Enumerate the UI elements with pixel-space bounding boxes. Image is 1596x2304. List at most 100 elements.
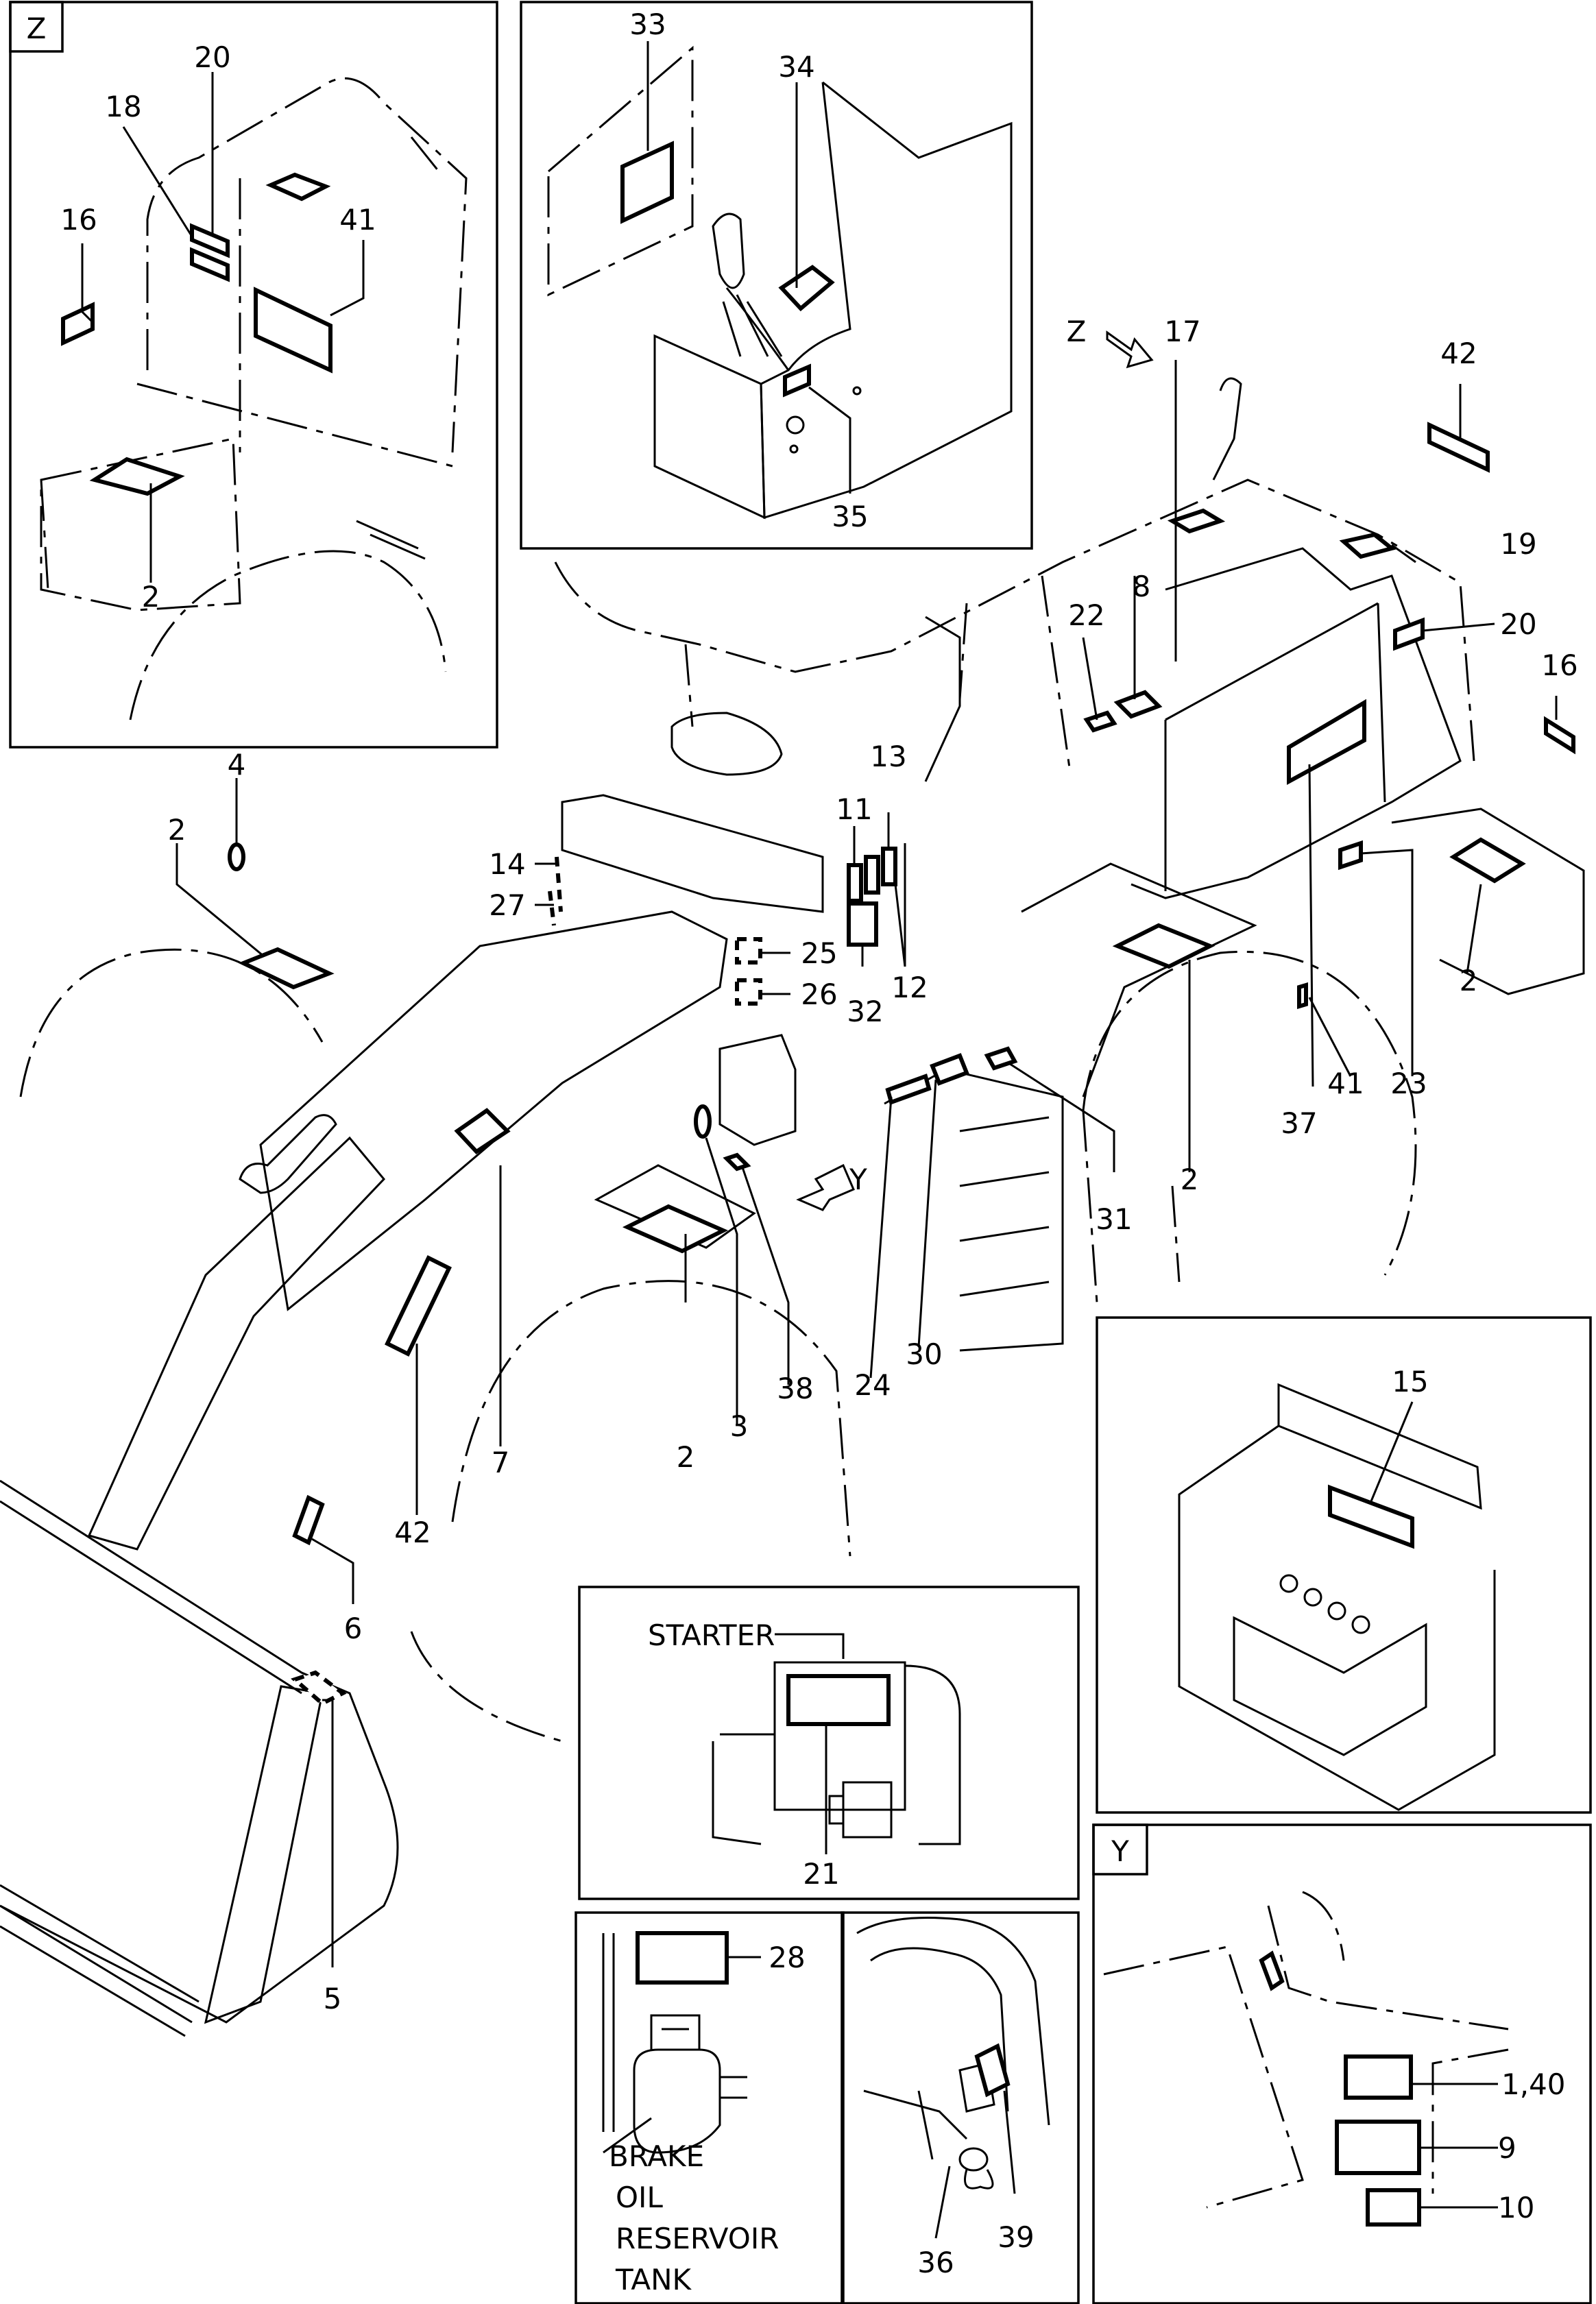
callout-38: 38 [777,1372,813,1405]
callout-7: 7 [492,1446,510,1479]
view-z-fender [40,383,453,611]
view-z-tag: Z [27,12,47,45]
decal-4 [228,842,245,871]
view-y-frame [1092,1823,1592,2304]
callout-2-z: 2 [142,580,160,614]
console-hole-3 [789,444,799,454]
main-leaders [176,360,1558,1967]
decal-25 [735,937,762,965]
view-z-decal-41 [254,287,332,374]
view-z-tag-box [9,1,64,53]
counterweight [1391,808,1585,995]
view-y-leaders [1411,2083,1498,2209]
callout-6: 6 [344,1612,363,1645]
bucket [0,1479,399,2024]
callout-32: 32 [847,995,883,1028]
callout-17: 17 [1164,315,1200,348]
battery-cap-4 [1351,1615,1370,1634]
callout-9: 9 [1498,2131,1516,2165]
decal-26 [735,978,762,1006]
callout-2-front: 2 [168,813,186,847]
callout-25: 25 [801,936,837,970]
decal-33 [620,141,674,224]
view-brake-reservoir: 28 BRAKE OIL RESERVOIR TANK [575,1911,845,2304]
callout-33: 33 [629,8,666,41]
view-z: Z 20 18 16 41 2 [9,1,498,749]
battery-box [1178,1424,1496,1811]
view-z-tire [129,550,447,720]
decal-2-side [1112,923,1216,969]
view-battery: 15 [1096,1316,1592,1814]
main-machine: Z Y 2 4 14 27 25 26 11 13 12 32 2 3 38 2… [0,315,1585,2037]
callout-5: 5 [324,1982,342,2015]
battery-cap-2 [1303,1588,1322,1607]
callout-10: 10 [1498,2191,1534,2224]
callout-39: 39 [998,2220,1034,2254]
decal-42-rear [1427,422,1490,473]
rear-wheel [1082,950,1417,1276]
cab-roof [554,478,1475,762]
callout-2-side: 2 [1181,1163,1199,1196]
view-z-cab-pillar [239,136,440,452]
battery-leader [1370,1401,1414,1502]
step-treads [959,1116,1050,1297]
callout-42-boom: 42 [394,1516,431,1549]
decal-24 [885,1074,932,1105]
decal-9 [1335,2120,1421,2175]
decal-6 [292,1494,325,1546]
view-door-frame [841,1911,1080,2304]
joystick-knob [712,213,745,289]
callout-22: 22 [1068,598,1104,632]
callout-35: 35 [832,500,868,533]
callout-34: 34 [778,50,814,84]
callout-26: 26 [801,978,837,1011]
reservoir-cap [650,2014,701,2050]
callout-30: 30 [906,1337,942,1371]
decal-7 [454,1108,511,1154]
decal-10 [1366,2188,1421,2227]
reservoir-tank [633,2048,721,2154]
callout-41-z: 41 [339,203,376,237]
callout-16-main: 16 [1541,648,1577,682]
decal-28 [636,1931,729,1985]
key [964,2169,994,2190]
callout-2-rear: 2 [1460,964,1478,997]
callout-41-main: 41 [1327,1067,1364,1100]
view-y-panel [1103,1945,1304,2209]
console-hole-1 [786,415,805,435]
brake-label-2: OIL [616,2181,663,2214]
decal-35 [783,363,811,398]
brake-label-1: BRAKE [609,2139,704,2173]
callout-24: 24 [854,1368,891,1402]
decal-27 [548,890,556,926]
front-wheel-right [451,1280,851,1557]
view-starter-frame [578,1586,1080,1900]
view-door: 36 39 [841,1911,1080,2304]
decal-32 [847,901,878,947]
side-fender [1021,862,1257,1098]
callout-3: 3 [730,1409,749,1443]
rear-wheel-hub [1082,1110,1181,1303]
bucket-link [204,1685,324,2024]
callout-27: 27 [489,888,525,922]
decal-8 [1113,690,1163,719]
view-y: Y 1,40 9 10 [1092,1823,1592,2304]
brake-label-4: TANK [615,2263,692,2296]
view-z-frame [9,1,498,749]
callout-15: 15 [1392,1365,1428,1398]
view-z-decal-18 [190,247,230,282]
decal-42-boom [385,1254,452,1357]
view-y-body [1267,1905,1509,2030]
callout-36: 36 [917,2246,954,2279]
callout-8: 8 [1133,570,1151,603]
callout-11: 11 [836,792,872,826]
decal-1-40 [1344,2054,1413,2100]
view-y-edge [1302,1891,1509,2194]
exhaust-precleaner [1212,377,1242,481]
view-starter: STARTER 21 [578,1586,1080,1900]
decal-21 [786,1674,891,1726]
callout-31: 31 [1096,1202,1132,1236]
brake-pipe [602,1933,615,2132]
door-window [870,1947,1009,2112]
